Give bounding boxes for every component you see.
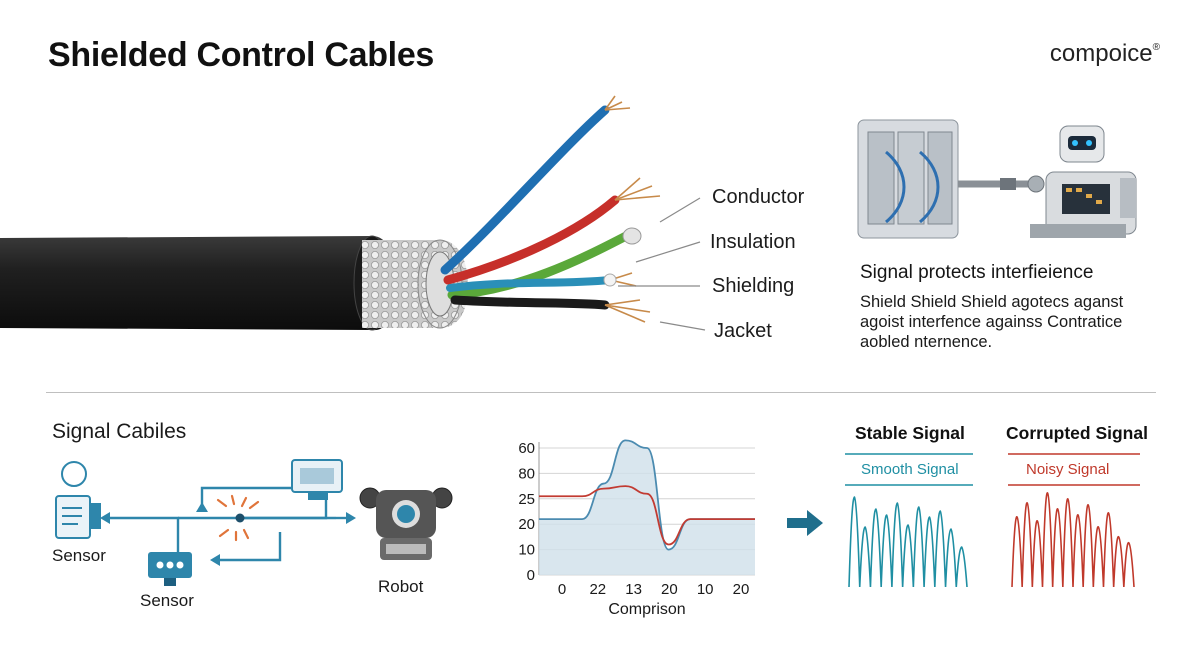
callout-conductor: Conductor bbox=[712, 186, 805, 208]
robot-cabinet-illustration bbox=[857, 119, 1137, 239]
y-tick-label: 0 bbox=[527, 567, 535, 584]
stable-signal-subtitle: Smooth Signal bbox=[861, 461, 959, 478]
x-tick-label: 20 bbox=[661, 581, 678, 598]
corrupted-signal-title: Corrupted Signal bbox=[1006, 423, 1148, 443]
callout-shielding: Shielding bbox=[712, 275, 795, 297]
x-tick-label: 0 bbox=[558, 581, 566, 598]
info-panel-body: Shield Shield Shield agotecs aganst agoi… bbox=[860, 293, 1124, 351]
registered-mark: ® bbox=[1152, 42, 1160, 53]
sensor-hub-label: Sensor bbox=[140, 591, 194, 610]
waveform-path bbox=[848, 496, 968, 588]
waveform-path bbox=[1011, 492, 1135, 588]
stable-signal-title: Stable Signal bbox=[855, 423, 965, 443]
x-tick-label: 13 bbox=[625, 581, 642, 598]
callout-jacket: Jacket bbox=[714, 320, 772, 342]
series-line-2 bbox=[539, 485, 755, 546]
x-tick-label: 10 bbox=[697, 581, 714, 598]
red-wire bbox=[443, 195, 620, 285]
flow-arrow-icon bbox=[787, 510, 823, 536]
y-tick-label: 80 bbox=[518, 465, 535, 482]
blue-wire bbox=[440, 105, 610, 275]
y-tick-label: 10 bbox=[518, 542, 535, 559]
page-title: Shielded Control Cables bbox=[48, 36, 435, 74]
x-tick-label: 20 bbox=[733, 581, 750, 598]
x-axis-label: Comprison bbox=[608, 601, 685, 618]
series-area bbox=[539, 440, 755, 575]
signal-section-label: Signal Cabiles bbox=[52, 420, 187, 443]
sensor-label: Sensor bbox=[52, 546, 106, 565]
callout-insulation: Insulation bbox=[710, 231, 796, 253]
shield-tip bbox=[603, 273, 617, 287]
cable-jacket bbox=[0, 236, 396, 331]
corrupted-signal-subtitle: Noisy Signal bbox=[1026, 461, 1110, 478]
brand-logo: compoice® bbox=[1050, 40, 1160, 68]
stable-signal-waveform bbox=[845, 453, 973, 588]
cable-illustration bbox=[0, 95, 706, 331]
insulation-tip bbox=[622, 227, 642, 245]
section-divider bbox=[46, 392, 1156, 393]
sensor-icon bbox=[55, 461, 101, 539]
brand-name: compoice bbox=[1049, 40, 1153, 67]
y-tick-label: 20 bbox=[518, 516, 535, 533]
copper-strands bbox=[604, 95, 661, 323]
black-wire bbox=[450, 295, 610, 310]
signal-network-diagram bbox=[55, 459, 453, 586]
y-tick-label: 25 bbox=[518, 491, 535, 508]
controller-icon bbox=[291, 459, 343, 500]
teal-wire bbox=[446, 276, 614, 292]
robot-label: Robot bbox=[378, 577, 424, 596]
info-panel-heading: Signal protects interfieience bbox=[860, 262, 1094, 283]
sensor-hub-icon bbox=[148, 552, 192, 586]
robot-icon bbox=[359, 487, 453, 560]
interference-marks bbox=[216, 494, 260, 542]
callout-leaders bbox=[618, 197, 706, 331]
comparison-chart: 60 80 25 20 10 0 0 22 13 20 10 20 Comprison bbox=[518, 439, 755, 618]
green-wire bbox=[447, 230, 633, 300]
x-tick-label: 22 bbox=[589, 581, 606, 598]
y-tick-label: 60 bbox=[518, 440, 535, 457]
corrupted-signal-waveform bbox=[1008, 453, 1140, 588]
